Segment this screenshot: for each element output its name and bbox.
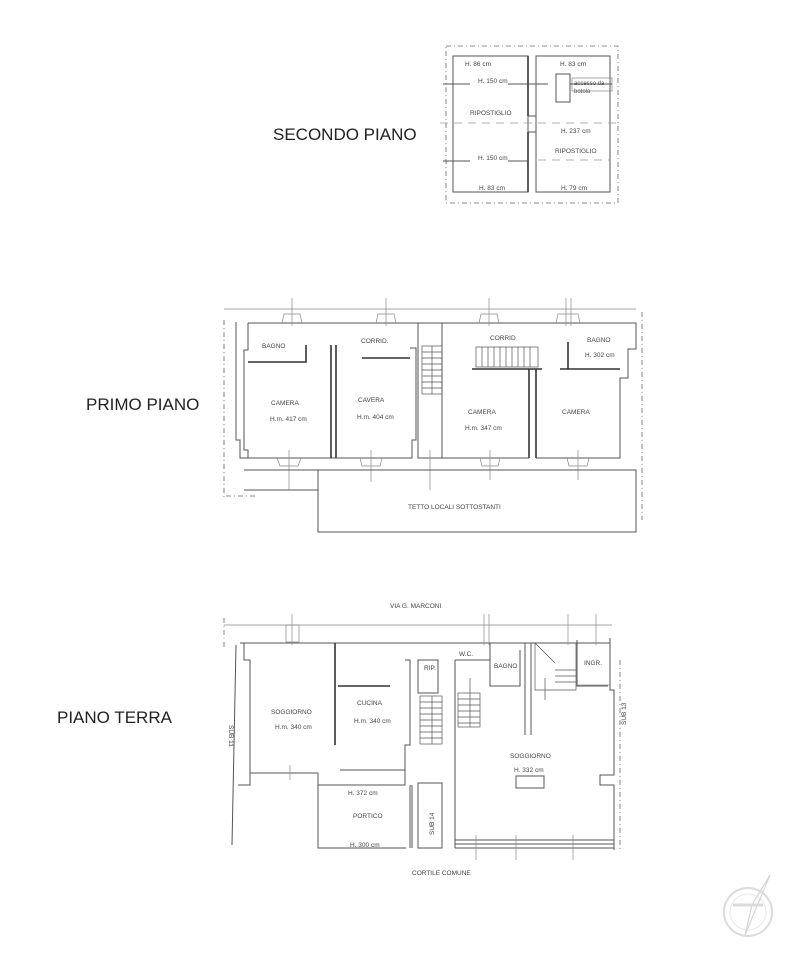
height-label: H. 150 cm [478,155,508,162]
floor-secondo-piano: SECONDO PIANO H. 86 cm H. 150 cm RIPOSTI… [273,45,619,204]
street-label: VIA G. MARCONI [390,603,441,610]
floor-title-primo: PRIMO PIANO [86,395,199,414]
floor-title-terra: PIANO TERRA [57,708,173,727]
room-label-rip: RIP. [424,665,436,672]
room-label-camera: CAMERA [468,409,496,416]
sub14-strip [417,782,443,849]
room-label-soggiorno: SOGGIORNO [271,709,312,716]
height-label: H. 83 cm [479,185,505,192]
room-label-ingr: INGR. [584,660,602,667]
height-label: H. 237 cm [561,128,591,135]
room-label-soggiorno: SOGGIORNO [510,753,551,760]
height-label: H. 332 cm [514,767,544,774]
room-label-bagno: BAGNO [587,337,610,344]
room-label-bagno: BAGNO [262,343,285,350]
room-rip [417,659,439,694]
stair-block [417,322,443,459]
courtyard-label: CORTILE COMUNE [412,870,471,877]
room-label-camera: CAMERA [271,400,299,407]
neighbor-label-sub11: SUB 11 [227,725,234,747]
height-label: H. 79 cm [561,185,587,192]
room-ripostiglio-left [452,55,529,193]
room-label-portico: PORTICO [353,813,383,820]
roof-boundary [445,45,619,204]
room-ripostiglio-right [535,55,611,193]
height-label: H.m. 340 cm [275,724,312,731]
floor-piano-terra: PIANO TERRA VIA G. MARCONI [57,603,628,877]
room-label-corrid: CORRID [490,335,516,342]
room-label-ripostiglio: RIPOSTIGLIO [470,110,512,117]
floor-title-secondo: SECONDO PIANO [273,125,417,144]
height-label: H. 83 cm [560,61,586,68]
watermark-logo-icon [723,874,773,937]
room-label-wc: W.C. [459,651,473,658]
note-tetto: TETTO LOCALI SOTTOSTANTI [408,504,501,511]
height-label: H. 150 cm [478,78,508,85]
height-label: H.m. 404 cm [357,414,394,421]
height-label: H. 372 cm [348,790,378,797]
room-label-corrid: CORRID. [361,338,389,345]
height-label: H.m. 347 cm [465,425,502,432]
height-label: H.m. 340 cm [354,718,391,725]
neighbor-label-sub14: SUB 14 [429,812,436,835]
floor-primo-piano: PRIMO PIANO [86,298,643,533]
room-label-cucina: CUCINA [357,700,383,707]
note-accesso: accesso da [574,81,605,87]
room-label-camera: CAMERA [562,409,590,416]
neighbor-label-sub13: SUB 13 [621,702,628,725]
room-label-bagno: BAGNO [494,663,517,670]
hatch-access [555,73,571,103]
height-label: H. 302 cm [585,352,615,359]
roof-below [317,469,637,533]
height-label: H. 86 cm [465,61,491,68]
room-label-camera: CAVERA [358,397,385,404]
height-label: H.m. 417 cm [270,416,307,423]
height-label: H. 300 cm [350,842,380,849]
room-label-ripostiglio: RIPOSTIGLIO [555,148,597,155]
note-botola: botola [574,89,591,95]
